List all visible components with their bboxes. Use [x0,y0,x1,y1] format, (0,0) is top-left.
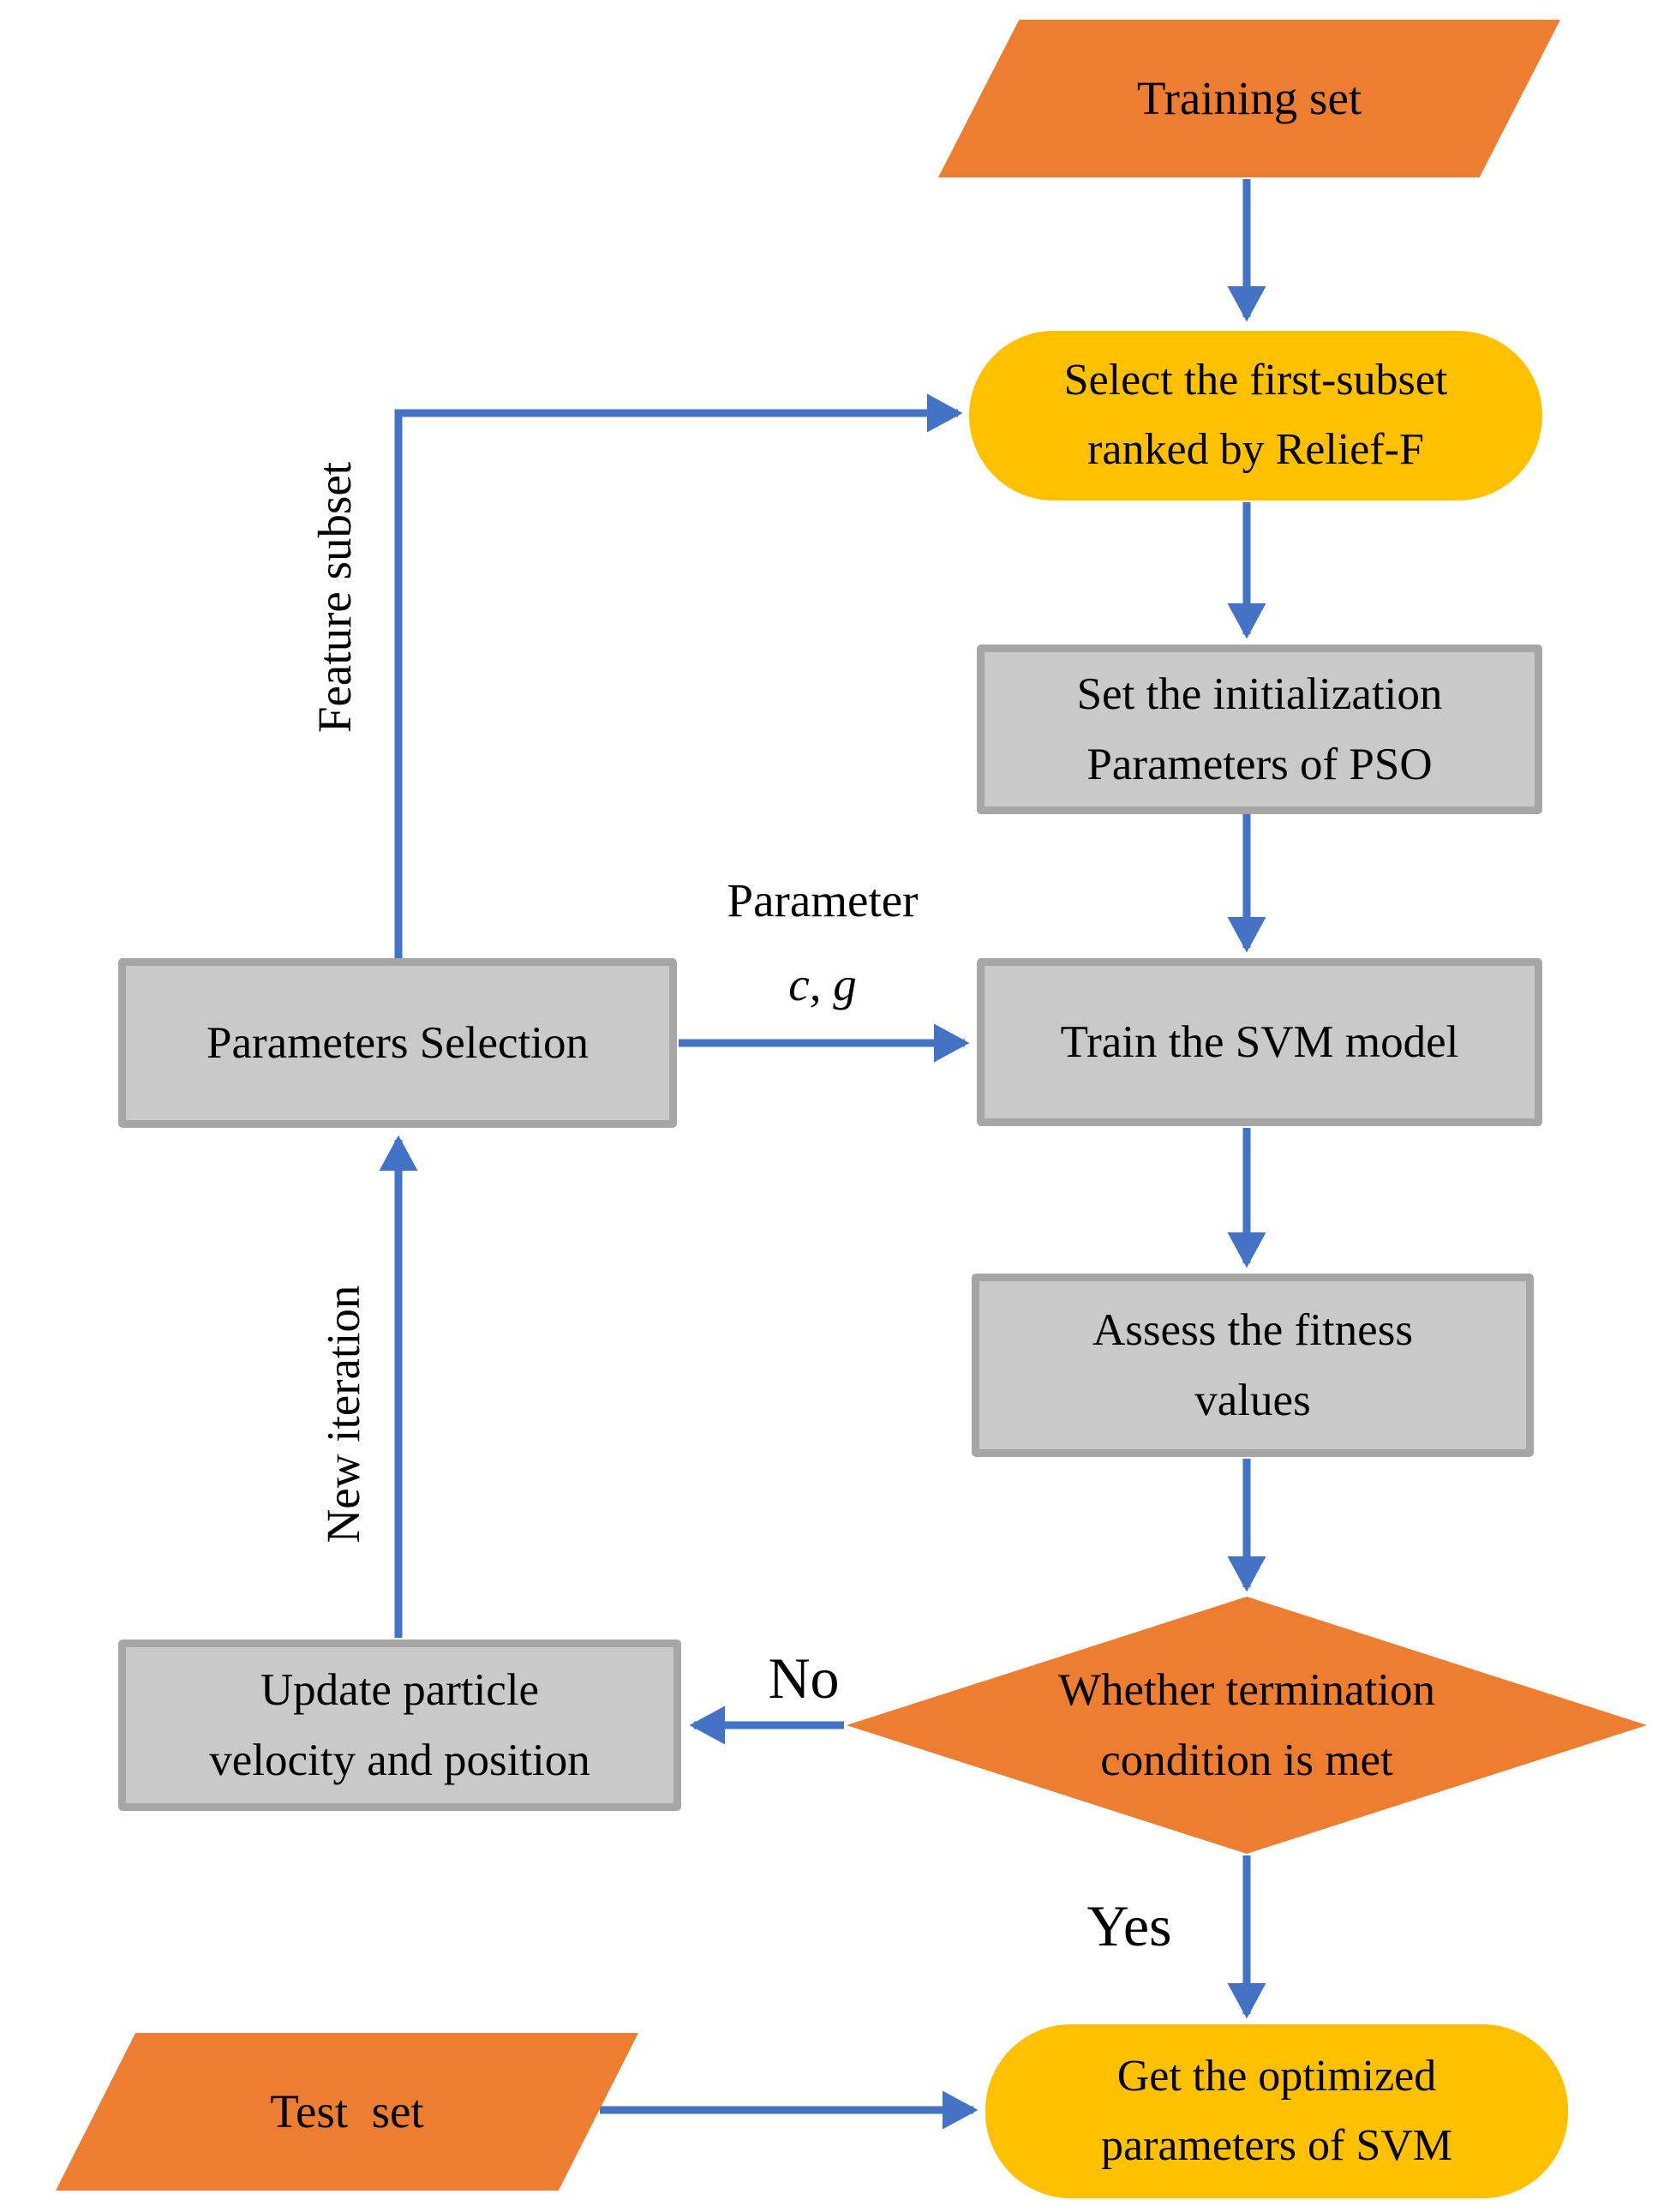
training-set-label: Training set [1136,72,1362,125]
train-svm-node: Train the SVM model [977,958,1542,1126]
yes-label: Yes [1086,1892,1172,1958]
get-optimized-label: Get the optimized parameters of SVM [1100,2051,1453,2170]
train-svm-label: Train the SVM model [1060,1016,1459,1067]
new-iteration-label: New iteration [316,1285,369,1544]
assess-fitness-node: Assess the fitness values [972,1274,1534,1457]
update-particle-label: Update particle velocity and position [209,1664,590,1785]
get-optimized-node: Get the optimized parameters of SVM [985,2024,1568,2198]
select-subset-label: Select the first-subset ranked by Relief… [1063,356,1448,474]
test-set-node: Test set [56,2033,638,2191]
no-label: No [768,1645,840,1711]
feature-subset-label: Feature subset [308,461,361,734]
test-set-label: Test set [270,2085,424,2138]
assess-fitness-label: Assess the fitness values [1092,1304,1413,1425]
params-selection-label: Parameters Selection [207,1017,589,1068]
training-set-node: Training set [938,20,1560,177]
update-particle-node: Update particle velocity and position [118,1640,681,1811]
parameter-label: Parameter [727,873,919,926]
parameter-cg-label: c, g [788,957,857,1010]
select-subset-node: Select the first-subset ranked by Relief… [969,331,1542,501]
arrow-params-to-select-feature-subset [394,393,963,958]
pso-init-label: Set the initialization Parameters of PSO [1076,668,1443,789]
params-selection-node: Parameters Selection [118,958,677,1128]
termination-label: Whether termination condition is met [1057,1664,1436,1785]
pso-init-node: Set the initialization Parameters of PSO [977,644,1542,814]
